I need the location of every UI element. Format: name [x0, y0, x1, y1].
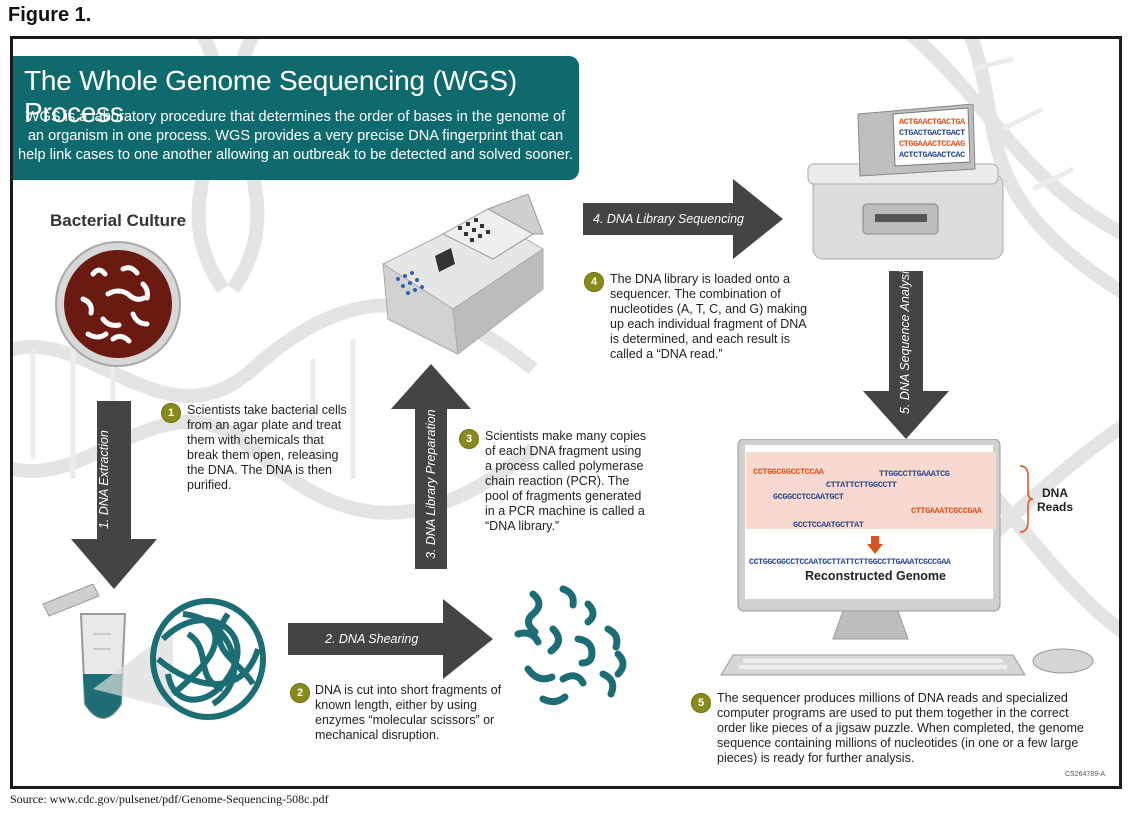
tangled-dna-icon: [150, 598, 266, 720]
dna-library-prep-arrow: [391, 364, 471, 569]
down-arrow-icon: [867, 536, 883, 554]
infographic-frame: The Whole Genome Sequencing (WGS) Proces…: [10, 36, 1122, 789]
dna-reads-label: DNA Reads: [1036, 486, 1074, 514]
step-5-badge: 5: [691, 693, 711, 713]
source-citation: Source: www.cdc.gov/pulsenet/pdf/Genome-…: [10, 792, 329, 806]
screen-seq-line: CTGACTGACTGACT: [899, 128, 965, 138]
read-1: CCTGGCGGCCTCCAA: [753, 467, 824, 477]
reads-brace: [1019, 465, 1034, 533]
dna-extraction-arrow: [71, 401, 157, 589]
screen-seq-line: CTGGAAACTCCAAG: [899, 139, 965, 149]
step-3-text: Scientists make many copies of each DNA …: [485, 429, 647, 533]
intro-text: WGS is a laboratory procedure that deter…: [18, 109, 573, 163]
step-3-badge: 3: [459, 429, 479, 449]
dna-extraction-label: 1. DNA Extraction: [97, 430, 111, 529]
figure-code: CS264789-A: [1065, 771, 1106, 778]
step-2-badge: 2: [290, 683, 310, 703]
figure-label: Figure 1.: [8, 4, 92, 26]
step-4-text: The DNA library is loaded onto a sequenc…: [610, 272, 808, 361]
main-title: The Whole Genome Sequencing (WGS) Proces…: [24, 65, 517, 128]
dna-shearing-arrow: [288, 599, 493, 679]
step-4-badge: 4: [584, 272, 604, 292]
dna-shearing-label: 2. DNA Shearing: [325, 632, 419, 646]
read-5: CTTGAAATCGCCGAA: [911, 506, 982, 516]
reconstructed-sequence: CCTGGCGGCCTCCAATGCTTATTCTTGGCCTTGAAATCGC…: [749, 558, 951, 567]
reads-panel: [746, 452, 996, 529]
dna-library-seq-label: 4. DNA Library Sequencing: [593, 212, 745, 226]
bacterial-culture-label: Bacterial Culture: [50, 211, 187, 230]
step-1-text: Scientists take bacterial cells from an …: [187, 403, 347, 492]
dna-fragments-icon: [514, 585, 627, 706]
read-2: TTGGCCTTGAAATCG: [879, 469, 950, 479]
sequencer-icon: [807, 104, 1004, 260]
dna-library-prep-label: 3. DNA Library Preparation: [424, 409, 438, 559]
step-5-text: The sequencer produces millions of DNA r…: [717, 691, 1084, 765]
read-4: GCGGCCTCCAATGCT: [773, 492, 844, 502]
title-banner: The Whole Genome Sequencing (WGS) Proces…: [13, 56, 579, 180]
read-3: CTTATTCTTGGCCTT: [826, 480, 897, 490]
sequencer-screen: ACTGAACTGACTGA CTGACTGACTGACT CTGGAAACTC…: [899, 117, 969, 161]
petri-dish-icon: [55, 241, 181, 367]
dna-analysis-arrow: [863, 271, 949, 439]
read-6: GCCTCCAATGCTTAT: [793, 520, 864, 530]
step-2-text: DNA is cut into short fragments of known…: [315, 683, 502, 742]
dna-library-seq-arrow: [583, 179, 783, 259]
dna-analysis-label: 5. DNA Sequence Analysis: [898, 264, 912, 414]
reconstructed-genome-label: Reconstructed Genome: [805, 569, 947, 583]
screen-seq-line: ACTGAACTGACTGA: [899, 117, 965, 127]
pcr-machine-icon: [381, 194, 544, 355]
screen-seq-line: ACTCTGAGACTCAC: [899, 150, 965, 160]
step-1-badge: 1: [161, 403, 181, 423]
